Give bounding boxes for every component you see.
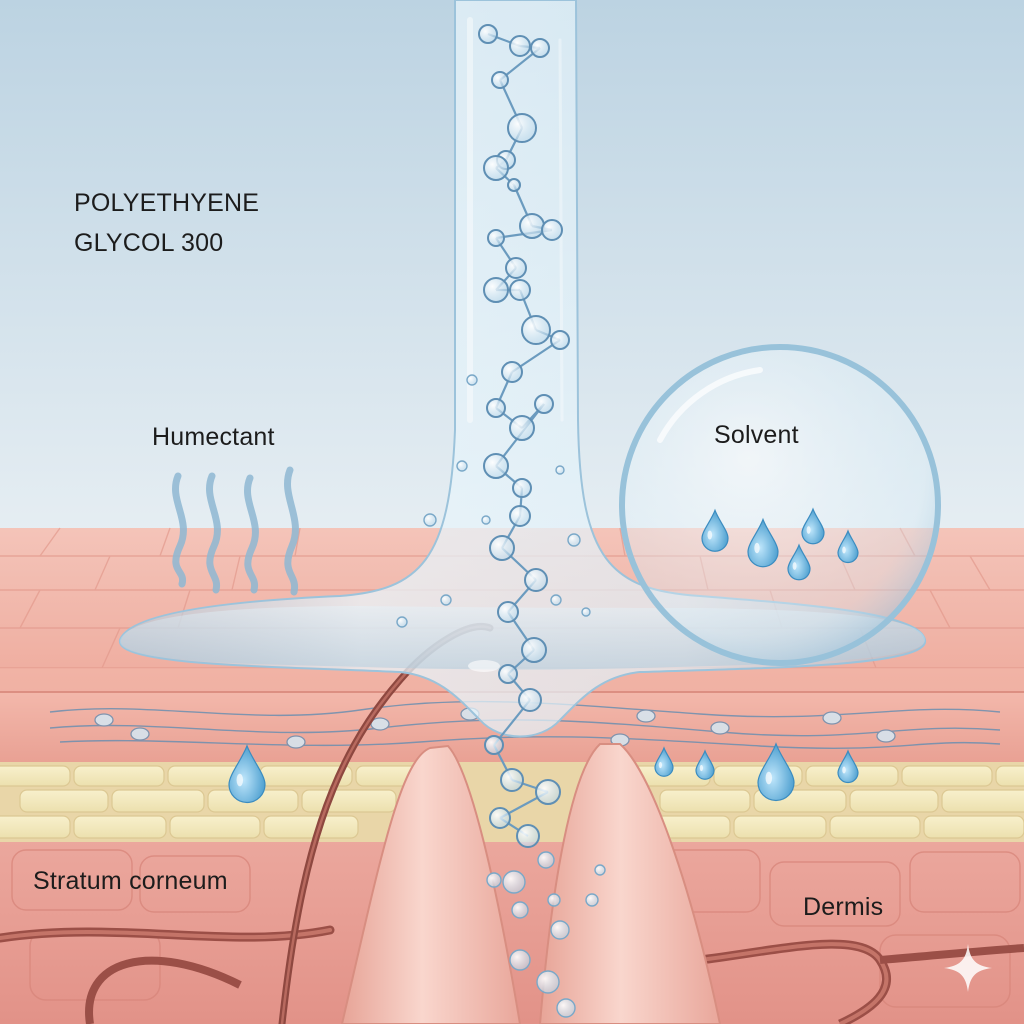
molecule-atom bbox=[507, 178, 521, 192]
title-line-1: POLYETHYENE bbox=[74, 189, 260, 217]
molecule-atom bbox=[512, 478, 532, 498]
water-drop bbox=[837, 529, 859, 564]
water-drop-highlight bbox=[707, 530, 713, 540]
liquid-bubble bbox=[456, 460, 468, 472]
liquid-bubble bbox=[396, 616, 408, 628]
water-drop-highlight bbox=[658, 761, 663, 769]
molecule-atom bbox=[484, 735, 504, 755]
water-drop bbox=[701, 508, 729, 552]
fiber-bead bbox=[286, 735, 306, 749]
water-drop bbox=[801, 507, 825, 545]
water-drop bbox=[787, 543, 811, 581]
epidermis-fibers bbox=[49, 700, 1001, 749]
molecule-atom bbox=[497, 601, 519, 623]
diagram-title: POLYETHYENE GLYCOL 300 bbox=[74, 183, 259, 263]
liquid-bubble bbox=[440, 594, 452, 606]
water-drop-highlight bbox=[765, 771, 773, 785]
molecule-atom bbox=[505, 257, 527, 279]
molecule-atom bbox=[478, 24, 498, 44]
label-dermis: Dermis bbox=[803, 893, 884, 921]
sparkle-icon bbox=[944, 944, 992, 992]
liquid-bubble bbox=[502, 870, 526, 894]
liquid-bubble bbox=[481, 515, 491, 525]
label-stratum-corneum: Stratum corneum bbox=[33, 867, 228, 895]
molecule-atom bbox=[509, 35, 531, 57]
label-humectant: Humectant bbox=[152, 423, 275, 451]
molecule-atom bbox=[483, 453, 509, 479]
liquid-bubble bbox=[537, 851, 555, 869]
liquid-bubble bbox=[486, 872, 502, 888]
molecule-atom bbox=[521, 637, 547, 663]
molecule-atom bbox=[509, 279, 531, 301]
label-solvent: Solvent bbox=[714, 421, 799, 449]
molecule-atom bbox=[550, 330, 570, 350]
fiber-bead bbox=[876, 729, 896, 743]
liquid-bubble bbox=[423, 513, 437, 527]
molecule-atom bbox=[516, 824, 540, 848]
liquid-bubble bbox=[567, 533, 581, 547]
molecule-atom bbox=[509, 415, 535, 441]
water-drop-highlight bbox=[792, 562, 797, 570]
molecule-atom bbox=[519, 213, 545, 239]
liquid-bubble bbox=[550, 594, 562, 606]
solvent-bubble bbox=[619, 344, 941, 666]
molecule-atom bbox=[500, 768, 524, 792]
liquid-bubble bbox=[466, 374, 478, 386]
liquid-bubble bbox=[536, 970, 560, 994]
water-drop-highlight bbox=[754, 542, 760, 554]
molecule-atom bbox=[507, 113, 537, 143]
molecule-atom bbox=[489, 807, 511, 829]
water-drop-highlight bbox=[806, 526, 811, 534]
molecule-atom bbox=[491, 71, 509, 89]
molecule-atom bbox=[530, 38, 550, 58]
title-line-2: GLYCOL 300 bbox=[74, 229, 224, 257]
water-drop-highlight bbox=[842, 546, 846, 554]
molecule-atom bbox=[489, 535, 515, 561]
molecule-atom bbox=[483, 277, 509, 303]
molecule-atom bbox=[534, 394, 554, 414]
liquid-bubble bbox=[547, 893, 561, 907]
molecule-atom bbox=[524, 568, 548, 592]
fiber-bead bbox=[710, 721, 730, 735]
fiber-bead bbox=[822, 711, 842, 725]
molecule-atom bbox=[483, 155, 509, 181]
liquid-bubble bbox=[585, 893, 599, 907]
liquid-bubble bbox=[550, 920, 570, 940]
molecule-atom bbox=[501, 361, 523, 383]
fiber-bead bbox=[94, 713, 114, 727]
liquid-bubble bbox=[594, 864, 606, 876]
humectant-vapor-waves bbox=[172, 466, 299, 596]
liquid-bubble bbox=[556, 998, 576, 1018]
molecule-atom bbox=[487, 229, 505, 247]
molecule-atom bbox=[498, 664, 518, 684]
molecule-atom bbox=[509, 505, 531, 527]
water-drop-highlight bbox=[842, 766, 846, 774]
liquid-bubble bbox=[555, 465, 565, 475]
liquid-bubble bbox=[511, 901, 529, 919]
molecule-atom bbox=[535, 779, 561, 805]
liquid-bubble bbox=[509, 949, 531, 971]
molecule-atom bbox=[486, 398, 506, 418]
liquid-bubble bbox=[581, 607, 591, 617]
molecule-atom bbox=[518, 688, 542, 712]
water-droplets bbox=[228, 507, 859, 804]
water-drop-highlight bbox=[699, 764, 704, 772]
water-drop bbox=[837, 749, 859, 784]
peg-molecule-chain bbox=[396, 24, 606, 1018]
molecule-atom bbox=[521, 315, 551, 345]
molecule-atom bbox=[541, 219, 563, 241]
water-drop bbox=[228, 744, 266, 804]
water-drop bbox=[757, 742, 795, 802]
fiber-bead bbox=[130, 727, 150, 741]
water-drop bbox=[747, 517, 779, 568]
fiber-bead bbox=[636, 709, 656, 723]
skin-pore-cones bbox=[340, 743, 722, 1024]
water-drop bbox=[695, 749, 715, 780]
water-drop bbox=[654, 746, 674, 777]
water-drop-highlight bbox=[236, 773, 244, 787]
